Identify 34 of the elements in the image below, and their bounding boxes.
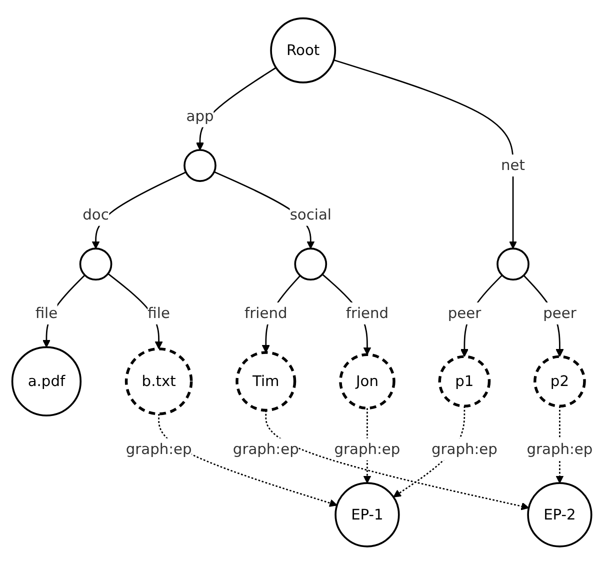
edge-label: graph:ep bbox=[431, 440, 498, 458]
node-circle bbox=[79, 248, 112, 281]
node-circle: b.txt bbox=[124, 348, 193, 416]
node-circle bbox=[184, 149, 216, 182]
edge-label: file bbox=[148, 304, 170, 322]
arrow bbox=[42, 274, 86, 348]
node-circle: Tim bbox=[236, 351, 296, 412]
node-circle: a.pdf bbox=[11, 346, 82, 417]
node-circle bbox=[294, 248, 328, 281]
edge-label: doc bbox=[82, 206, 109, 224]
edge-label: graph:ep bbox=[126, 440, 192, 458]
node-circle: EP-2 bbox=[527, 482, 592, 548]
edge-label: peer bbox=[543, 304, 576, 322]
arrow bbox=[333, 59, 518, 250]
arrow bbox=[265, 410, 530, 510]
edge-label: file bbox=[35, 304, 58, 322]
node-circle: p1 bbox=[438, 355, 491, 408]
edge-label: graph:ep bbox=[334, 440, 400, 458]
node-circle bbox=[496, 248, 530, 281]
node-circle: p2 bbox=[534, 355, 586, 408]
edge-label: net bbox=[501, 156, 526, 174]
edge-label: graph:ep bbox=[526, 440, 593, 458]
node-circle: Jon bbox=[339, 353, 396, 410]
edge-label: social bbox=[290, 206, 332, 224]
arrow bbox=[158, 414, 338, 508]
edge-label: app bbox=[186, 107, 214, 125]
arrow bbox=[108, 273, 163, 350]
node-circle: Root bbox=[270, 18, 336, 84]
node-circle: EP-1 bbox=[334, 482, 400, 548]
edge-label: peer bbox=[448, 304, 482, 322]
edge-label: friend bbox=[346, 304, 389, 322]
arrow bbox=[92, 172, 186, 250]
edge-label: graph:ep bbox=[232, 440, 299, 458]
edge-label: friend bbox=[244, 304, 288, 322]
